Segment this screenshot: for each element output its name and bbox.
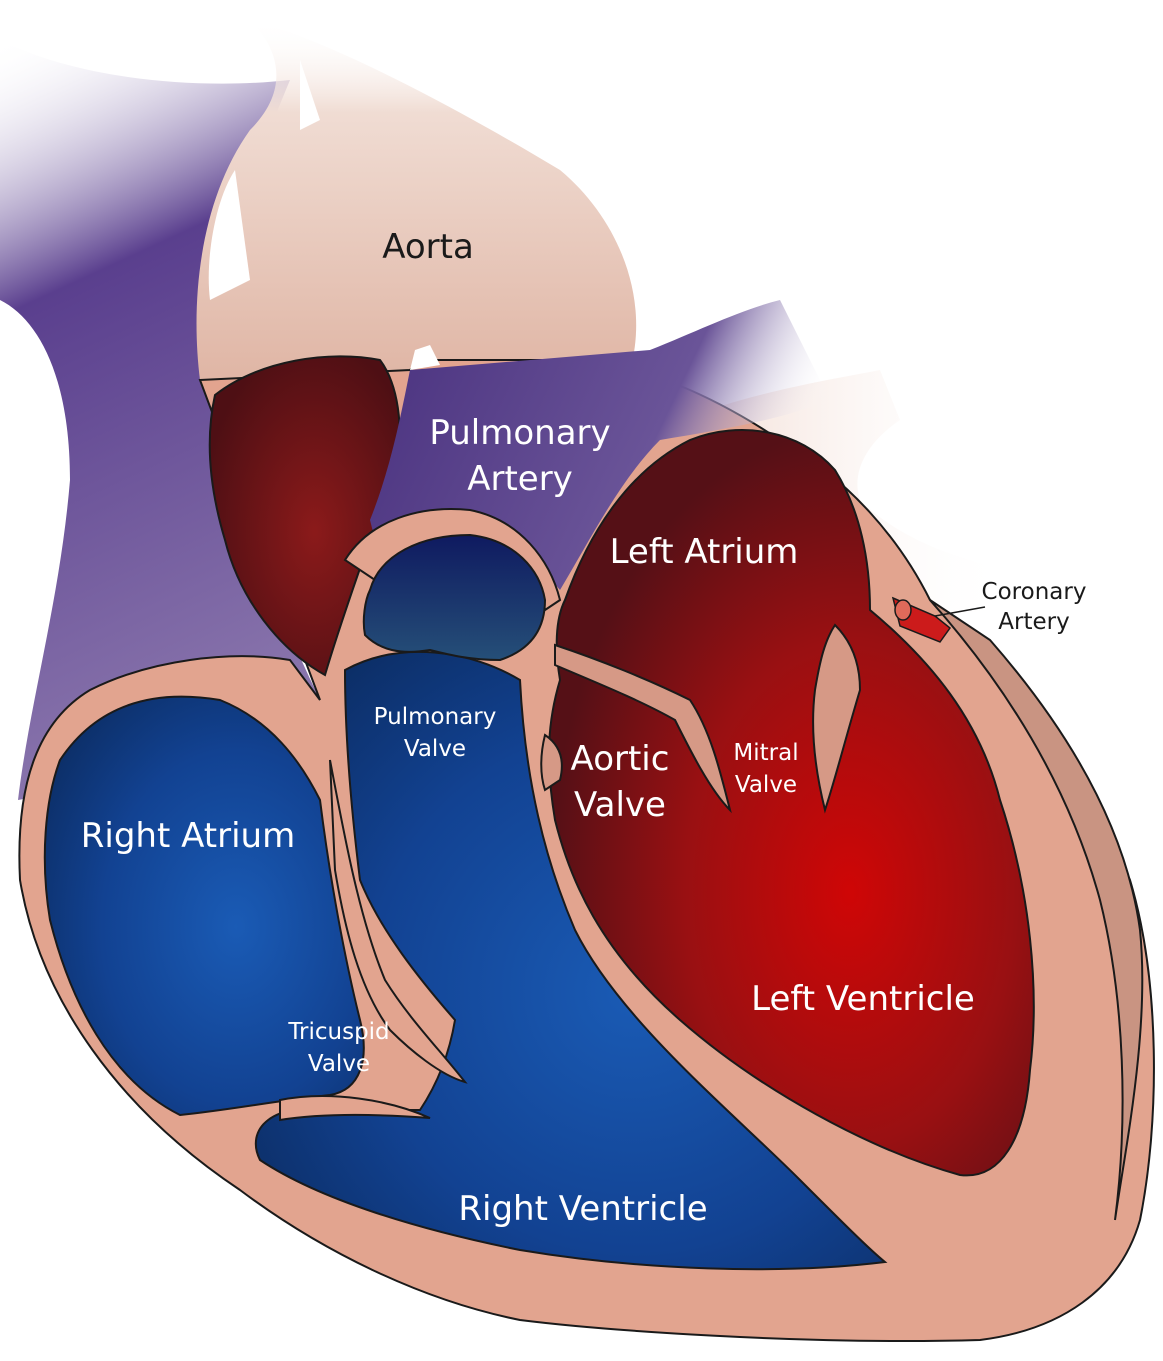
- aortic-valve-leaflet: [540, 733, 563, 792]
- label-pulmonary-artery-1: Pulmonary: [429, 413, 610, 453]
- mitral-valve-leaflet-b: [812, 623, 862, 814]
- label-left-atrium: Left Atrium: [610, 532, 799, 572]
- label-right-atrium: Right Atrium: [81, 816, 295, 856]
- coronary-artery-opening: [894, 599, 912, 621]
- label-pulmonary-valve-1: Pulmonary: [374, 704, 497, 730]
- tricuspid-valve-leaflet: [329, 759, 468, 1084]
- label-right-ventricle: Right Ventricle: [458, 1189, 707, 1229]
- label-aortic-valve-2: Valve: [574, 785, 666, 825]
- aorta-lumen: [208, 355, 402, 677]
- label-pulmonary-valve-2: Valve: [404, 736, 466, 762]
- aorta-gap: [208, 170, 250, 300]
- aorta-vessel: [196, 20, 637, 390]
- label-coronary-artery-1: Coronary: [982, 579, 1087, 605]
- label-tricuspid-valve-1: Tricuspid: [287, 1019, 389, 1045]
- superior-vena-cava: [0, 40, 330, 800]
- label-tricuspid-valve-2: Valve: [308, 1051, 370, 1077]
- label-aortic-valve-1: Aortic: [571, 739, 670, 779]
- label-coronary-artery-2: Artery: [998, 609, 1069, 635]
- left-heart-chamber: [547, 429, 1035, 1177]
- label-mitral-valve-2: Valve: [735, 772, 797, 798]
- label-aorta: Aorta: [382, 227, 474, 267]
- pulmonary-trunk-lumen: [362, 533, 547, 662]
- aorta-notch: [300, 60, 320, 130]
- label-mitral-valve-1: Mitral: [733, 740, 798, 766]
- label-pulmonary-artery-2: Artery: [467, 459, 573, 499]
- mitral-valve-leaflet-a: [554, 643, 732, 814]
- tricuspid-lower-leaflet: [279, 1095, 431, 1122]
- heart-side-wall: [929, 599, 1144, 1221]
- right-atrium-chamber: [43, 695, 365, 1117]
- coronary-pointer-line: [934, 606, 986, 617]
- label-left-ventricle: Left Ventricle: [751, 979, 975, 1019]
- pulmonary-notch: [410, 345, 440, 370]
